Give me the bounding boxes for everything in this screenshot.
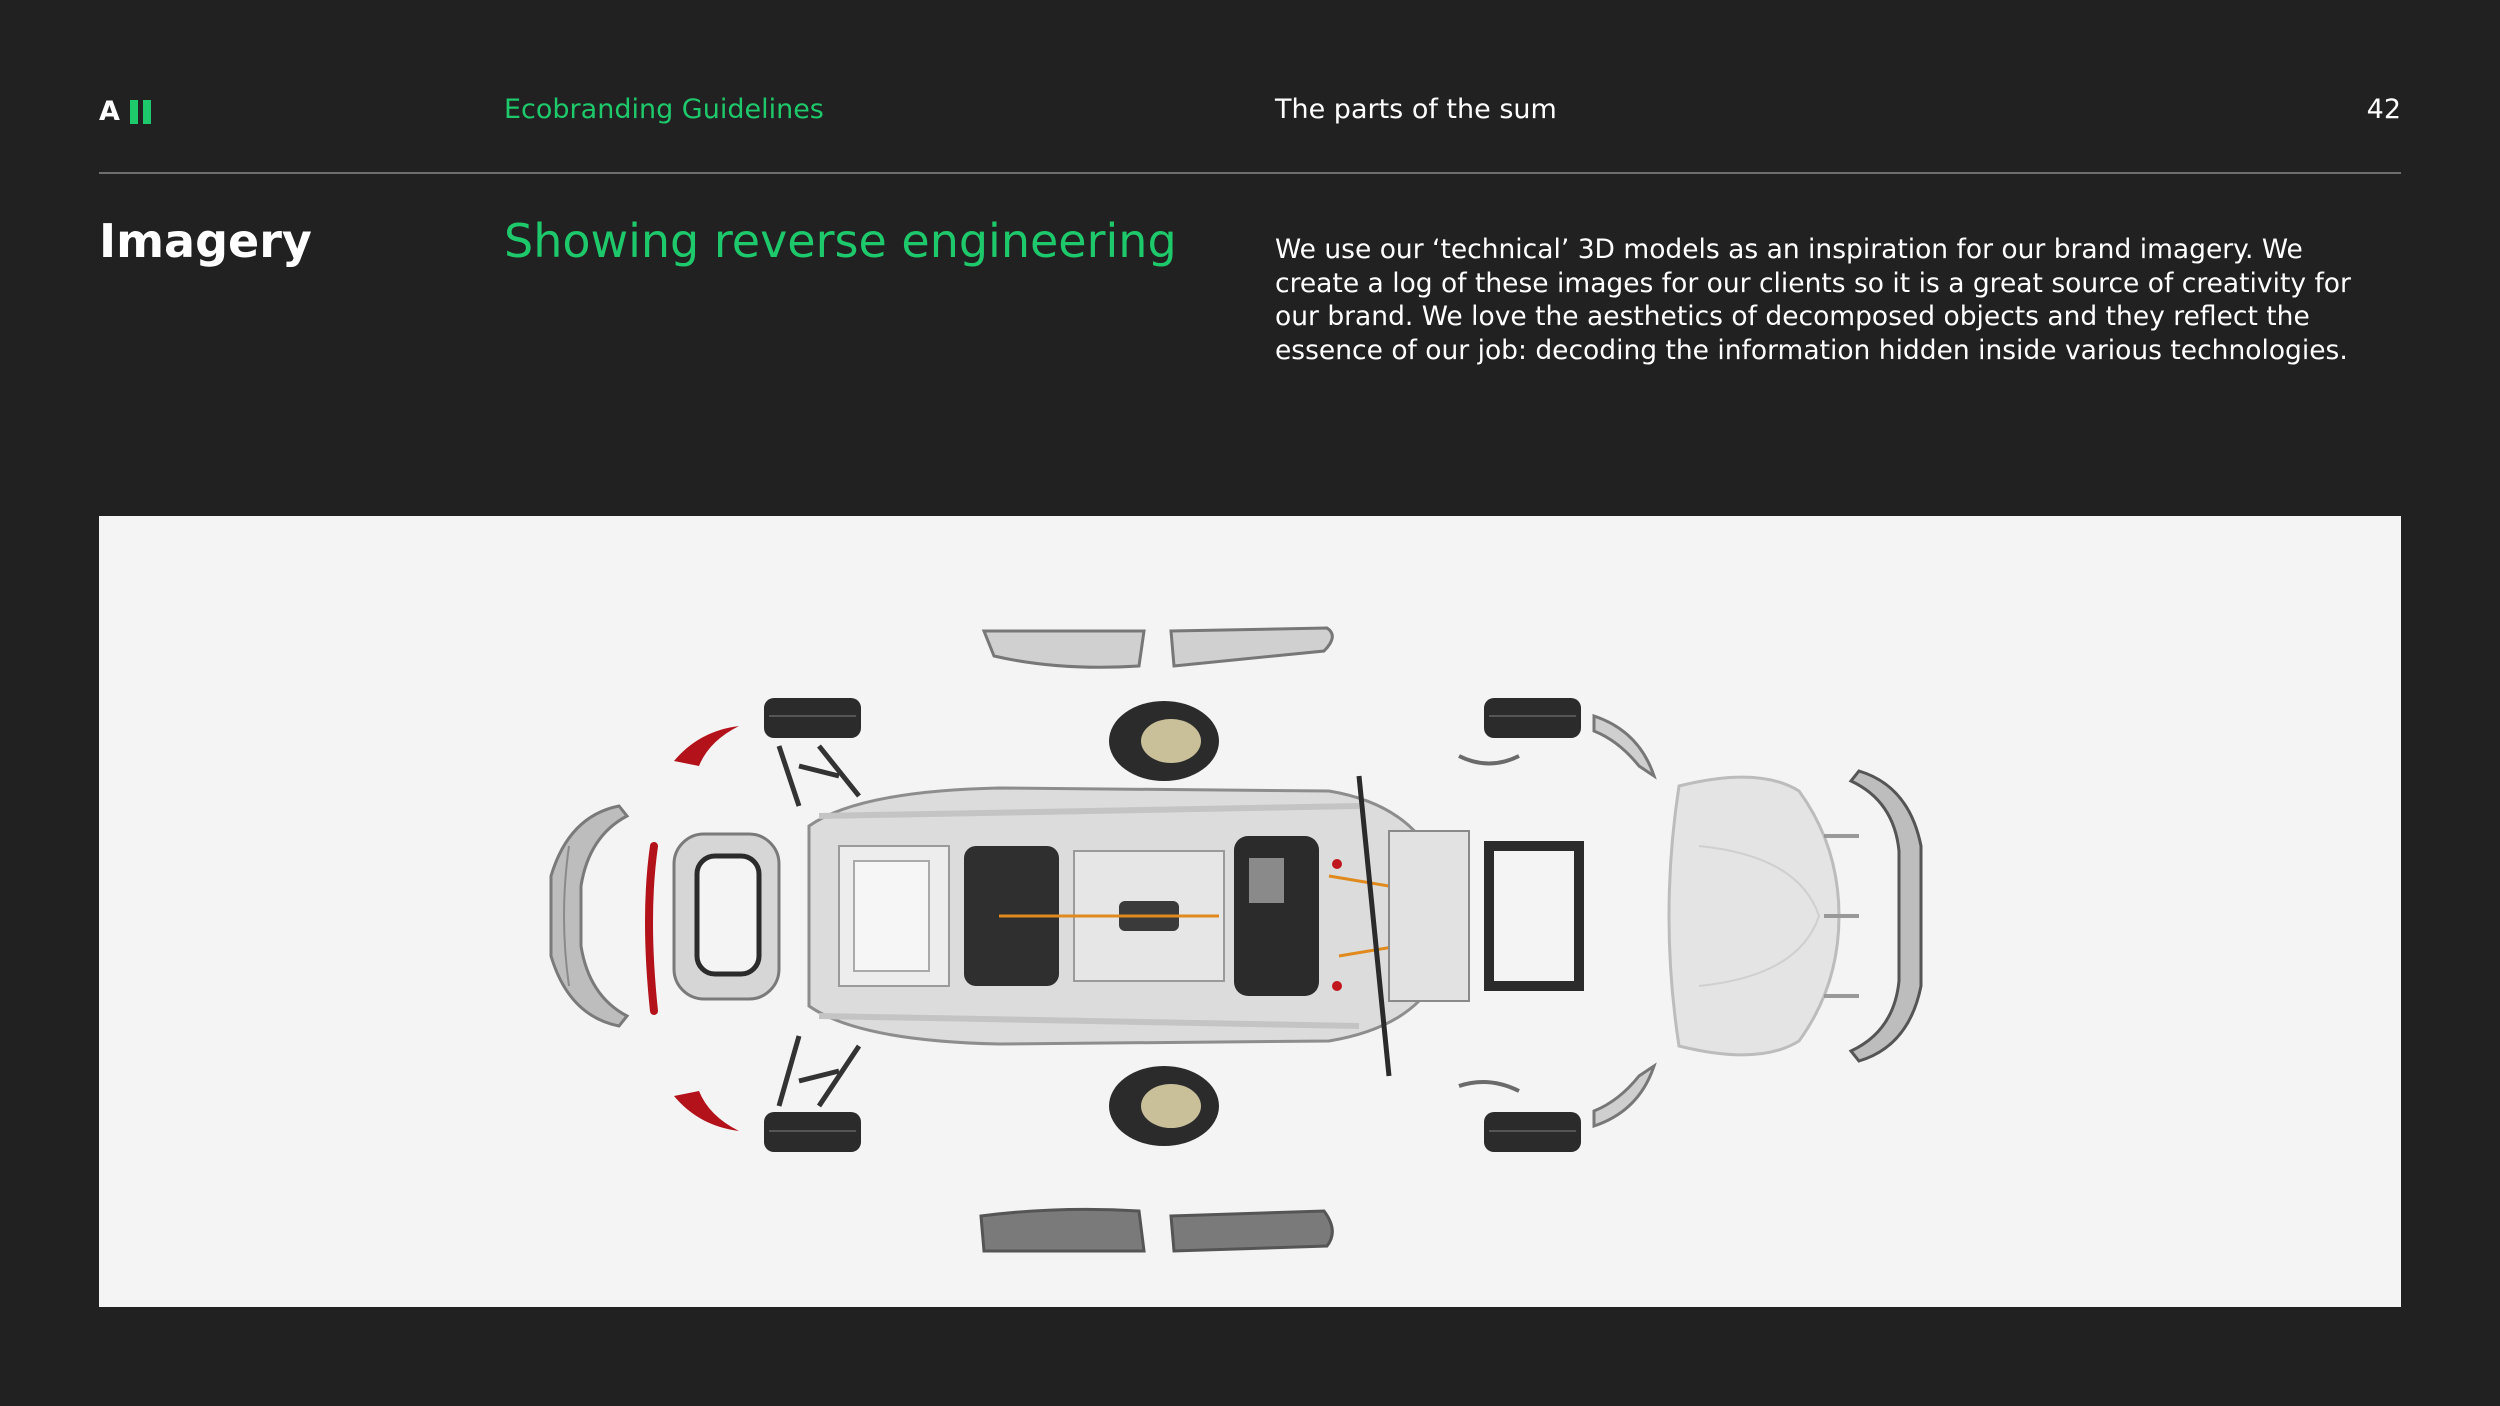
seat-bottom xyxy=(1109,1066,1219,1146)
rear-wheel-bottom xyxy=(764,1112,861,1152)
chassis xyxy=(807,786,1441,1046)
front-wheel-top xyxy=(1484,698,1581,738)
page-subtitle: Showing reverse engineering xyxy=(504,214,1177,268)
header-divider xyxy=(99,172,2401,174)
front-bumper xyxy=(1824,769,1923,1063)
tail-light-top xyxy=(674,726,739,766)
logo-bars-icon xyxy=(129,99,151,124)
rear-suspension-top xyxy=(776,744,861,807)
rear-bumper xyxy=(549,804,630,1028)
front-wheel-bottom xyxy=(1484,1112,1581,1152)
seat-top xyxy=(1109,701,1219,781)
page-title: Imagery xyxy=(99,214,312,268)
page-number: 42 xyxy=(2366,94,2401,125)
rear-suspension-bottom xyxy=(776,1035,862,1108)
description-text: We use our ‘technical’ 3D models as an i… xyxy=(1275,234,2351,366)
brand-logo[interactable]: A xyxy=(99,96,151,127)
doors-bottom xyxy=(979,1207,1334,1253)
exploded-car-image xyxy=(99,516,2401,1307)
hood xyxy=(1667,775,1841,1057)
front-fender-top xyxy=(1592,713,1657,780)
doors-top xyxy=(981,626,1334,669)
logo-letter: A xyxy=(99,96,121,127)
car-illustration xyxy=(99,516,2401,1307)
section-label: The parts of the sum xyxy=(1275,94,1557,125)
front-fender-bottom xyxy=(1592,1062,1657,1129)
tail-light-bar xyxy=(645,842,658,1015)
trunk-lid xyxy=(672,832,781,1001)
tail-light-bottom xyxy=(674,1091,739,1131)
brand-guidelines-label: Ecobranding Guidelines xyxy=(504,94,824,125)
page-header: A Ecobranding Guidelines The parts of th… xyxy=(99,88,2401,134)
rear-wheel-top xyxy=(764,698,861,738)
front-subframe xyxy=(1332,754,1584,1093)
